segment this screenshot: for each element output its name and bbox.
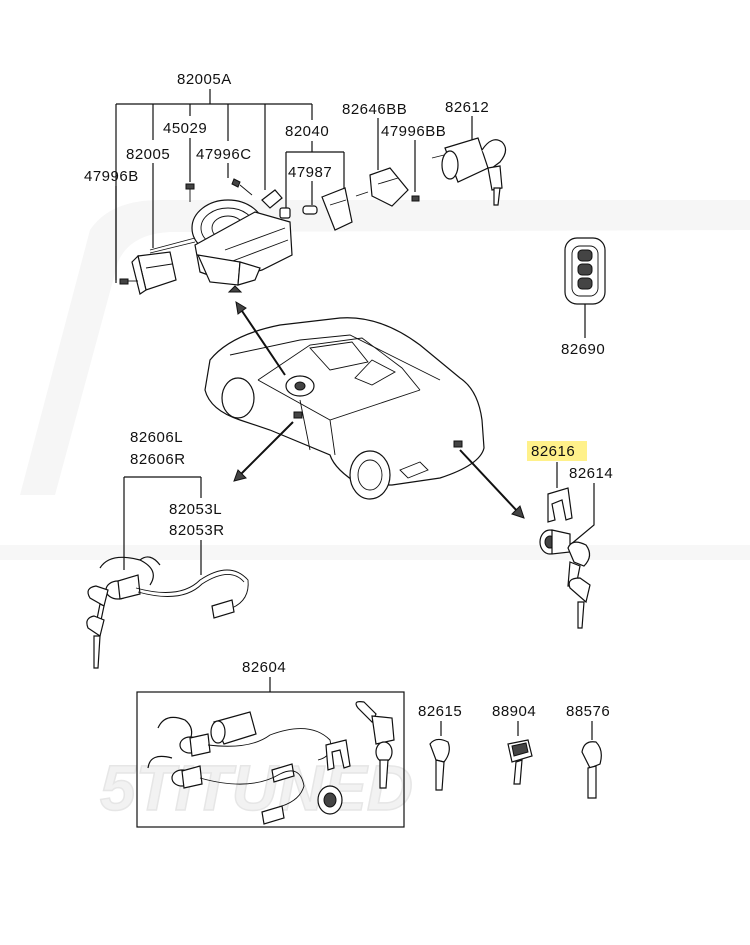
door-lock-82606 [86,476,249,669]
part-labels: 82005A 45029 82040 82005 47996C 47996B 4… [84,71,613,720]
lock-set-82604 [136,677,405,828]
label-82615[interactable]: 82615 [418,703,462,720]
label-88576[interactable]: 88576 [566,703,610,720]
keys-bottom [429,721,602,799]
label-82005A[interactable]: 82005A [177,71,232,88]
label-82005[interactable]: 82005 [126,146,170,163]
label-82614[interactable]: 82614 [569,465,613,482]
label-82606L[interactable]: 82606L [130,429,183,446]
arrows [233,301,525,519]
watermark-text: 5TITUNED [100,752,413,824]
label-47996BB[interactable]: 47996BB [381,123,446,140]
car-outline [204,317,485,500]
label-82604[interactable]: 82604 [242,659,286,676]
label-82053R[interactable]: 82053R [169,522,225,539]
part-82646BB [355,167,420,207]
label-88904[interactable]: 88904 [492,703,536,720]
leader-lines-top [115,89,586,338]
highlight-82616 [527,441,587,461]
label-47996B[interactable]: 47996B [84,168,139,185]
label-47987[interactable]: 47987 [288,164,332,181]
label-82616[interactable]: 82616 [531,443,575,460]
part-82690 [564,237,606,305]
label-82053L[interactable]: 82053L [169,501,222,518]
label-45029[interactable]: 45029 [163,120,207,137]
part-82612 [431,137,507,206]
watermark-background: 5TITUNED [0,200,750,825]
label-82606R[interactable]: 82606R [130,451,186,468]
trunk-lock-82616-82614 [539,462,595,629]
part-47987 [279,187,353,231]
ignition-switch-assembly [119,178,293,295]
label-82040[interactable]: 82040 [285,123,329,140]
label-82646BB[interactable]: 82646BB [342,101,407,118]
label-47996C[interactable]: 47996C [196,146,252,163]
label-82690[interactable]: 82690 [561,341,605,358]
label-82612[interactable]: 82612 [445,99,489,116]
